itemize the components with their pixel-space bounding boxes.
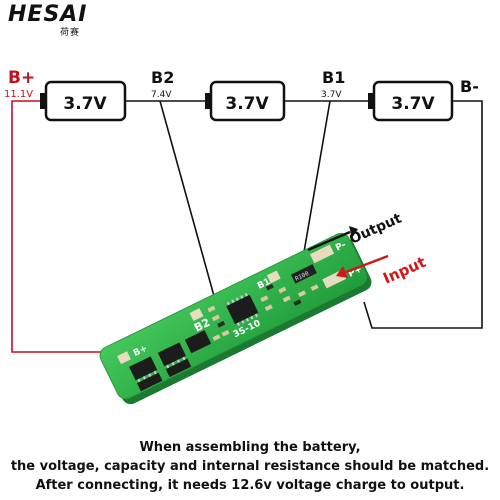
b2-label: B2: [151, 68, 174, 87]
b-plus-label: B+: [8, 68, 35, 88]
battery-cell-2: 3.7V: [205, 80, 286, 122]
cell-1-label: 3.7V: [63, 94, 107, 114]
b1-voltage: 3.7V: [321, 90, 342, 100]
wires: [11, 100, 483, 353]
b-minus-wire: [363, 100, 483, 329]
caption: When assembling the battery, the voltage…: [0, 438, 500, 495]
bms-board: B+ B2 B1 3S-10 P- P+ R100: [99, 232, 372, 405]
shunt-resistor: [290, 264, 317, 284]
pad-b2-label: B2: [192, 316, 212, 335]
b1-wire: [303, 100, 331, 253]
battery-cell-1: 3.7V: [40, 80, 127, 122]
output-label: Output: [347, 210, 404, 247]
battery-cell-3: 3.7V: [368, 80, 454, 122]
input-label: Input: [380, 253, 428, 288]
b2-voltage: 7.4V: [151, 90, 172, 100]
cell-3-label: 3.7V: [391, 94, 435, 114]
ic-pins: [226, 292, 258, 326]
passives: [207, 284, 319, 341]
pad-b1: [266, 270, 281, 284]
b-minus-label: B-: [460, 77, 479, 96]
logo-subtext: 荷赛: [60, 28, 81, 38]
resistors: [217, 283, 302, 328]
protection-ic: [226, 294, 259, 325]
pad-b-plus: [117, 351, 131, 365]
pad-b2: [189, 308, 204, 322]
mosfet-pins: [137, 356, 186, 383]
cell-2-label: 3.7V: [225, 94, 269, 114]
brand-logo: HESAI 荷赛: [8, 2, 88, 39]
caption-line-3: After connecting, it needs 12.6v voltage…: [35, 478, 465, 493]
input-arrow: [336, 254, 389, 278]
b1-label: B1: [322, 68, 345, 87]
output-arrow: [307, 226, 358, 252]
pad-p-minus-label: P-: [334, 240, 348, 254]
b2-wire: [159, 100, 215, 297]
mosfets: [129, 330, 212, 392]
b-plus-wire: [11, 100, 126, 353]
logo-text: HESAI: [8, 2, 88, 27]
caption-line-1: When assembling the battery,: [139, 440, 361, 455]
pad-p-minus: [309, 244, 335, 264]
caption-line-2: the voltage, capacity and internal resis…: [10, 459, 490, 474]
b-plus-voltage: 11.1V: [4, 89, 33, 100]
